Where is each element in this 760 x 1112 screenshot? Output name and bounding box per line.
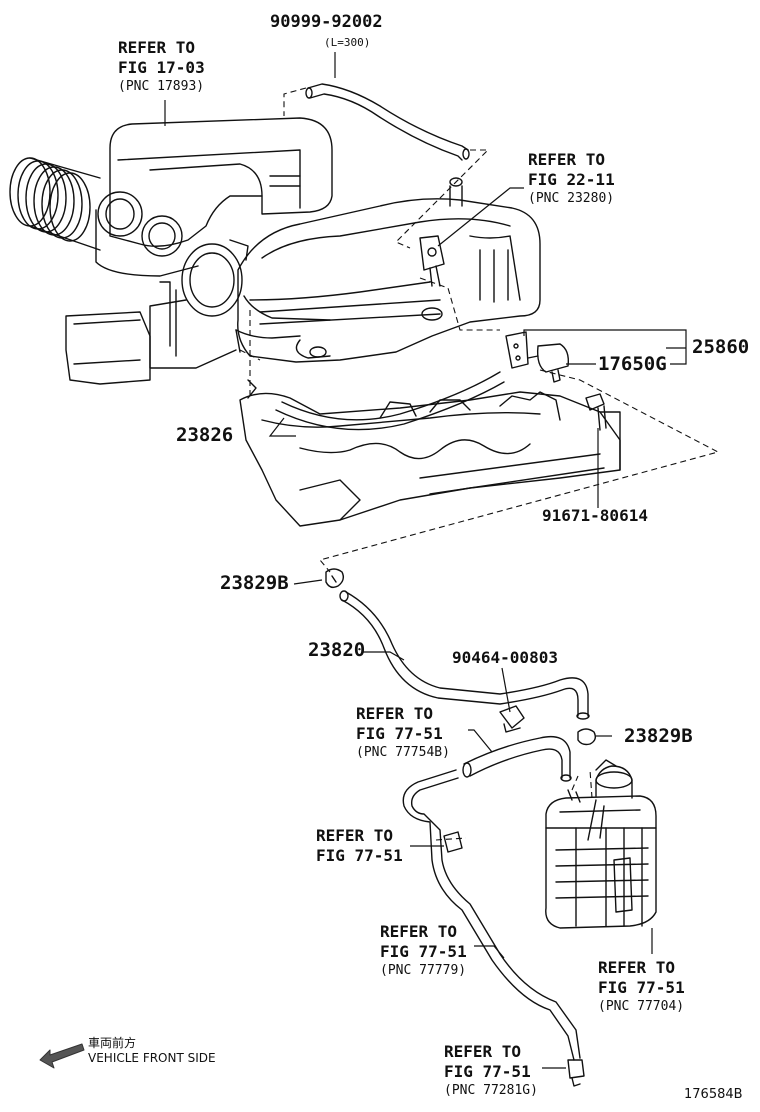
hose-top-drawing [305, 83, 470, 161]
refer-note-line1: REFER TO [444, 1042, 522, 1061]
part-number-25860[interactable]: 25860 [692, 336, 750, 358]
part-number-clip[interactable]: 90464-00803 [452, 648, 558, 667]
refer-note-line1: REFER TO [118, 38, 196, 57]
charcoal-canister-drawing [545, 759, 657, 929]
refer-note-77281g[interactable]: REFER TO FIG 77-51 (PNC 77281G) [444, 1042, 538, 1100]
engine-hose-23826 [275, 371, 505, 431]
refer-note-line1: REFER TO [316, 826, 394, 845]
refer-note-line1: REFER TO [356, 704, 434, 723]
refer-note-line3: (PNC 77281G) [444, 1083, 538, 1098]
intake-manifold [235, 177, 541, 363]
refer-note-line2: FIG 22-11 [528, 170, 615, 189]
engine-block [65, 311, 621, 527]
refer-note-line3: (PNC 77704) [598, 999, 685, 1014]
air-intake-bellows [9, 157, 101, 251]
refer-note-line3: (PNC 23280) [528, 191, 615, 206]
phantom-lines [239, 87, 720, 841]
air-cleaner-box [95, 117, 333, 277]
part-number-17650g[interactable]: 17650G [598, 353, 667, 375]
front-indicator-japanese: 車両前方 [88, 1036, 137, 1050]
hose-top-length: (L=300) [324, 36, 371, 49]
clip-90464-drawing [499, 705, 525, 733]
part-number-23829b-lower[interactable]: 23829B [624, 725, 693, 747]
refer-note-line2: FIG 17-03 [118, 58, 205, 77]
refer-note-line3: (PNC 77754B) [356, 745, 450, 760]
hose-23820-drawing [339, 590, 590, 720]
sensor-drawing [419, 235, 445, 287]
line-77779-drawing [402, 769, 585, 1087]
refer-note-line3: (PNC 17893) [118, 79, 205, 94]
refer-note-77-51[interactable]: REFER TO FIG 77-51 [316, 826, 403, 866]
part-number-23829b-upper[interactable]: 23829B [220, 572, 289, 594]
front-indicator-english: VEHICLE FRONT SIDE [88, 1051, 216, 1065]
refer-note-line3: (PNC 77779) [380, 963, 467, 978]
refer-note-22-11[interactable]: REFER TO FIG 22-11 (PNC 23280) [528, 150, 615, 208]
refer-note-77704[interactable]: REFER TO FIG 77-51 (PNC 77704) [598, 958, 685, 1016]
throttle-body [149, 239, 249, 369]
vsv-drawing [505, 331, 607, 431]
clamp-23829b-drawing [325, 568, 597, 746]
engine-assembly-drawing [9, 117, 621, 527]
hose-77754b-drawing [462, 735, 572, 782]
refer-note-line1: REFER TO [380, 922, 458, 941]
front-indicator: 車両前方 VEHICLE FRONT SIDE [88, 1036, 216, 1066]
refer-note-line2: FIG 77-51 [356, 724, 443, 743]
refer-note-17-03[interactable]: REFER TO FIG 17-03 (PNC 17893) [118, 38, 205, 96]
refer-note-77754b[interactable]: REFER TO FIG 77-51 (PNC 77754B) [356, 704, 450, 762]
refer-note-line2: FIG 77-51 [598, 978, 685, 997]
part-number-23826[interactable]: 23826 [176, 424, 234, 446]
refer-note-line2: FIG 77-51 [444, 1062, 531, 1081]
refer-note-line1: REFER TO [528, 150, 606, 169]
refer-note-77779[interactable]: REFER TO FIG 77-51 (PNC 77779) [380, 922, 467, 980]
refer-note-line2: FIG 77-51 [380, 942, 467, 961]
leader-lines [164, 52, 687, 1069]
front-direction-arrow-icon [39, 1043, 85, 1069]
diagram-id: 176584B [684, 1087, 743, 1102]
part-number-23820[interactable]: 23820 [308, 639, 366, 661]
part-number-hose-top[interactable]: 90999-92002 [270, 12, 383, 32]
part-number-bolt[interactable]: 91671-80614 [542, 506, 648, 525]
refer-note-line1: REFER TO [598, 958, 676, 977]
refer-note-line2: FIG 77-51 [316, 846, 403, 865]
